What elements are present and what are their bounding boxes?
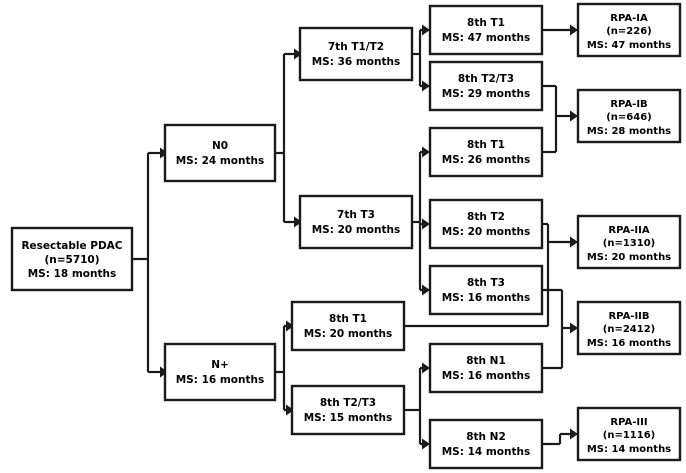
node-rpa-ib[interactable]: RPA-IB (n=646) MS: 28 months <box>576 88 682 144</box>
node-title: RPA-III <box>610 417 647 428</box>
node-median-survival: MS: 20 months <box>304 328 393 340</box>
node-title: RPA-IIB <box>608 311 649 322</box>
node-count: (n=646) <box>606 112 652 123</box>
arrow-to-7th-t1t2 <box>294 48 302 60</box>
node-box <box>428 60 544 112</box>
node-title: 7th T1/T2 <box>328 41 384 53</box>
node-title: 8th T1 <box>467 17 505 29</box>
node-box <box>298 194 414 250</box>
arrow-to-rpa-iia <box>570 236 578 248</box>
node-rpa-iib[interactable]: RPA-IIB (n=2412) MS: 16 months <box>576 300 682 356</box>
node-box <box>10 226 134 292</box>
node-title: Resectable PDAC <box>21 240 122 252</box>
node-median-survival: MS: 16 months <box>587 338 671 349</box>
arrow-to-rpa-ia <box>570 24 578 36</box>
node-title: RPA-IA <box>610 13 648 24</box>
node-count: (n=2412) <box>603 324 655 335</box>
arrow-to-8th-t1-npos <box>286 320 294 332</box>
node-title: N0 <box>212 140 228 152</box>
node-median-survival: MS: 24 months <box>176 155 265 167</box>
node-box <box>576 2 682 58</box>
node-8th-t1-npos[interactable]: 8th T1 MS: 20 months <box>290 300 406 352</box>
arrow-to-rpa-ib <box>570 110 578 122</box>
node-median-survival: MS: 26 months <box>442 154 531 166</box>
node-median-survival: MS: 28 months <box>587 126 671 137</box>
node-8th-n2[interactable]: 8th N2 MS: 14 months <box>428 418 544 470</box>
node-box <box>428 418 544 470</box>
node-rpa-iia[interactable]: RPA-IIA (n=1310) MS: 20 months <box>576 214 682 270</box>
node-7th-t1-t2[interactable]: 7th T1/T2 MS: 36 months <box>298 26 414 82</box>
node-median-survival: MS: 20 months <box>442 226 531 238</box>
node-median-survival: MS: 47 months <box>442 32 531 44</box>
arrow-to-8th-t1-47 <box>422 24 430 36</box>
node-median-survival: MS: 14 months <box>442 446 531 458</box>
arrow-to-8th-t2-20 <box>422 218 430 230</box>
node-box <box>428 264 544 316</box>
node-8th-n1[interactable]: 8th N1 MS: 16 months <box>428 342 544 394</box>
arrow-to-8th-n2 <box>422 438 430 450</box>
arrow-to-8th-t2t3-29 <box>422 80 430 92</box>
node-median-survival: MS: 36 months <box>312 56 401 68</box>
node-box <box>576 214 682 270</box>
node-median-survival: MS: 20 months <box>312 224 401 236</box>
node-7th-t3[interactable]: 7th T3 MS: 20 months <box>298 194 414 250</box>
node-box <box>428 126 544 178</box>
node-title: 8th T3 <box>467 277 505 289</box>
node-median-survival: MS: 15 months <box>304 412 393 424</box>
node-median-survival: MS: 20 months <box>587 252 671 263</box>
arrow-to-rpa-iii <box>570 428 578 440</box>
node-count: (n=5710) <box>44 254 99 266</box>
node-8th-t1-26[interactable]: 8th T1 MS: 26 months <box>428 126 544 178</box>
node-count: (n=1310) <box>603 238 655 249</box>
node-box <box>576 88 682 144</box>
node-title: 8th T1 <box>329 313 367 325</box>
arrow-to-7th-t3 <box>294 216 302 228</box>
node-median-survival: MS: 18 months <box>28 268 117 280</box>
node-box <box>576 406 682 462</box>
arrow-to-rpa-iib <box>570 322 578 334</box>
node-resectable-pdac[interactable]: Resectable PDAC (n=5710) MS: 18 months <box>10 226 134 292</box>
arrow-to-8th-n1 <box>422 362 430 374</box>
node-8th-t1-47[interactable]: 8th T1 MS: 47 months <box>428 4 544 56</box>
node-count: (n=1116) <box>603 430 655 441</box>
node-median-survival: MS: 29 months <box>442 88 531 100</box>
node-8th-t3-16[interactable]: 8th T3 MS: 16 months <box>428 264 544 316</box>
node-box <box>428 342 544 394</box>
node-box <box>576 300 682 356</box>
node-median-survival: MS: 14 months <box>587 444 671 455</box>
arrow-to-8th-t3-16 <box>422 284 430 296</box>
node-box <box>163 342 277 402</box>
node-box <box>298 26 414 82</box>
node-median-survival: MS: 16 months <box>176 374 265 386</box>
node-title: 8th T2/T3 <box>458 73 514 85</box>
node-title: 8th T2 <box>467 211 505 223</box>
node-title: RPA-IB <box>610 99 647 110</box>
node-box <box>290 384 406 436</box>
node-n0[interactable]: N0 MS: 24 months <box>163 123 277 183</box>
arrow-to-8th-t2t3-npos <box>286 404 294 416</box>
node-title: RPA-IIA <box>608 225 649 236</box>
arrow-to-8th-t1-26 <box>422 146 430 158</box>
node-rpa-ia[interactable]: RPA-IA (n=226) MS: 47 months <box>576 2 682 58</box>
node-title: 8th T2/T3 <box>320 397 376 409</box>
node-title: 8th T1 <box>467 139 505 151</box>
node-box <box>290 300 406 352</box>
node-8th-t2-t3-npos[interactable]: 8th T2/T3 MS: 15 months <box>290 384 406 436</box>
node-8th-t2-t3-29[interactable]: 8th T2/T3 MS: 29 months <box>428 60 544 112</box>
node-n-positive[interactable]: N+ MS: 16 months <box>163 342 277 402</box>
node-title: N+ <box>211 359 229 371</box>
node-count: (n=226) <box>606 26 652 37</box>
node-median-survival: MS: 16 months <box>442 292 531 304</box>
node-8th-t2-20[interactable]: 8th T2 MS: 20 months <box>428 198 544 250</box>
node-title: 8th N2 <box>466 431 506 443</box>
node-title: 8th N1 <box>466 355 506 367</box>
node-median-survival: MS: 16 months <box>442 370 531 382</box>
node-box <box>428 198 544 250</box>
node-rpa-iii[interactable]: RPA-III (n=1116) MS: 14 months <box>576 406 682 462</box>
node-box <box>163 123 277 183</box>
node-box <box>428 4 544 56</box>
node-title: 7th T3 <box>337 209 375 221</box>
node-median-survival: MS: 47 months <box>587 40 671 51</box>
